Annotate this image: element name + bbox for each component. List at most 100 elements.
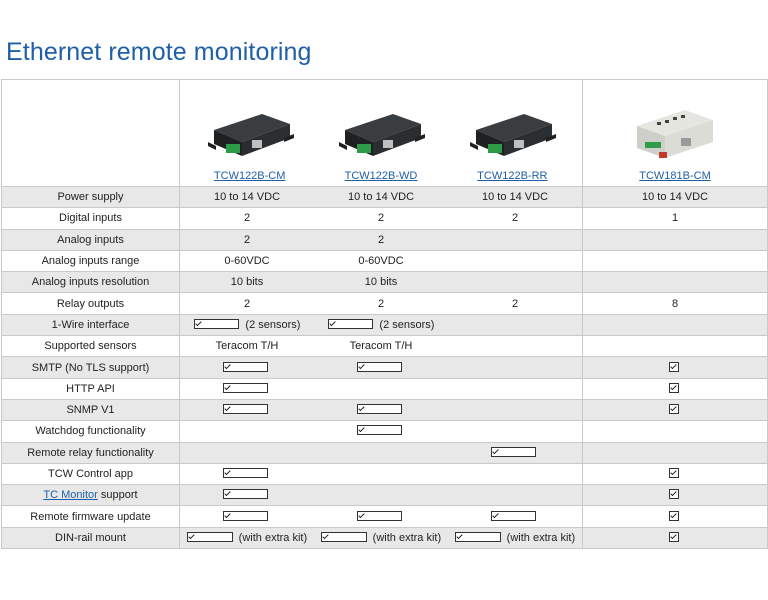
cell-value: (with extra kit)	[235, 531, 308, 544]
cell-value: 0-60VDC	[358, 255, 404, 268]
value-cell: 2	[449, 212, 582, 224]
product-group: TCW122B-CM TCW122B-WD	[180, 102, 582, 186]
group-values: Teracom T/H Teracom T/H	[180, 340, 582, 352]
table-row: SMTP (No TLS support)	[1, 356, 768, 379]
value-cell	[315, 361, 448, 374]
value-cell: 0-60VDC	[181, 255, 314, 267]
group-values	[180, 382, 582, 395]
device-image	[338, 114, 425, 156]
feature-label: TCW Control app	[1, 462, 180, 486]
feature-label: SMTP (No TLS support)	[1, 356, 180, 379]
group-values: 2 2 2	[180, 298, 582, 310]
checkmark-icon	[356, 425, 403, 436]
cell-value: Teracom T/H	[215, 340, 279, 353]
product-link[interactable]: TCW122B-RR	[477, 170, 548, 182]
value-cell: (with extra kit)	[315, 531, 448, 544]
value-cell: 10 to 14 VDC	[449, 191, 582, 203]
checkmark-icon	[668, 361, 679, 372]
group-values-cell	[179, 377, 583, 400]
feature-label: TC Monitor support	[1, 484, 180, 507]
cell-value: 2	[243, 233, 251, 246]
value-cell-tcw181b: 8	[582, 292, 768, 315]
feature-label: DIN-rail mount	[1, 526, 180, 550]
product-group-cell: TCW122B-CM TCW122B-WD	[179, 79, 583, 187]
value-cell: 2	[181, 298, 314, 310]
checkmark-icon	[193, 318, 240, 329]
value-cell	[449, 510, 582, 523]
checkmark-icon	[454, 531, 501, 542]
value-cell-tcw181b: 1	[582, 207, 768, 230]
checkmark-icon	[222, 382, 269, 393]
value-cell-tcw181b	[582, 484, 768, 507]
value-cell: 10 to 14 VDC	[315, 191, 448, 203]
checkmark-icon	[490, 510, 537, 521]
product-link[interactable]: TCW122B-WD	[344, 170, 418, 182]
value-cell: (with extra kit)	[181, 531, 314, 544]
group-values	[180, 510, 582, 523]
checkmark-icon	[327, 318, 374, 329]
value-cell	[315, 510, 448, 523]
product-tcw122b-wd: TCW122B-WD	[316, 102, 446, 182]
table-row: DIN-rail mount (with extra kit) (with ex…	[1, 526, 768, 550]
value-cell-tcw181b	[582, 377, 768, 400]
feature-label: Analog inputs range	[1, 249, 180, 273]
checkmark-icon	[222, 468, 269, 478]
group-values-cell	[179, 420, 583, 443]
group-values: (with extra kit) (with extra kit) (with …	[180, 531, 582, 544]
value-cell-tcw181b	[582, 526, 768, 550]
checkmark-icon	[668, 489, 679, 500]
cell-value: 2	[511, 212, 519, 225]
checkmark-icon	[668, 404, 679, 415]
value-cell	[449, 446, 582, 459]
group-values-cell	[179, 356, 583, 379]
product-tcw181b-cm: TCW181B-CM	[587, 102, 763, 182]
group-values-cell	[179, 462, 583, 486]
feature-label: Watchdog functionality	[1, 420, 180, 443]
cell-value: Teracom T/H	[349, 340, 413, 353]
product-link[interactable]: TCW122B-CM	[213, 170, 286, 182]
cell-value: (with extra kit)	[503, 531, 576, 544]
feature-label: Digital inputs	[1, 207, 180, 230]
group-values-cell: 2 2 2	[179, 292, 583, 315]
product-link[interactable]: TCW181B-CM	[639, 170, 711, 182]
group-values: 10 to 14 VDC 10 to 14 VDC 10 to 14 VDC	[180, 191, 582, 203]
cell-value: 2	[377, 297, 385, 310]
table-row: 1-Wire interface (2 sensors) (2 sensors)	[1, 313, 768, 337]
group-values	[180, 489, 582, 501]
value-cell: 2	[181, 212, 314, 224]
group-values-cell	[179, 505, 583, 528]
value-cell	[315, 425, 448, 437]
checkmark-icon	[222, 489, 269, 500]
value-cell-tcw181b	[582, 228, 768, 251]
value-cell-tcw181b	[582, 313, 768, 337]
table-row: HTTP API	[1, 377, 768, 400]
tc-monitor-link[interactable]: TC Monitor	[43, 489, 98, 502]
cell-value: 10 bits	[364, 276, 398, 289]
feature-suffix: support	[97, 489, 138, 502]
feature-label: Remote relay functionality	[1, 441, 180, 464]
checkmark-icon	[668, 468, 679, 478]
product-header-row: TCW122B-CM TCW122B-WD	[1, 79, 768, 187]
product-tcw122b-rr: TCW122B-RR	[447, 102, 577, 182]
value-cell: 10 to 14 VDC	[181, 191, 314, 203]
value-cell	[181, 510, 314, 523]
feature-label: HTTP API	[1, 377, 180, 400]
table-row: TC Monitor support	[1, 484, 768, 507]
cell-value: 2	[511, 297, 519, 310]
value-cell: Teracom T/H	[181, 340, 314, 352]
feature-label: Remote firmware update	[1, 505, 180, 528]
checkmark-icon	[186, 531, 233, 542]
value-cell-tcw181b	[582, 505, 768, 528]
group-values	[180, 361, 582, 374]
feature-label: 1-Wire interface	[1, 313, 180, 337]
value-cell: 10 bits	[315, 276, 448, 288]
cell-value: 10 to 14 VDC	[347, 191, 415, 204]
